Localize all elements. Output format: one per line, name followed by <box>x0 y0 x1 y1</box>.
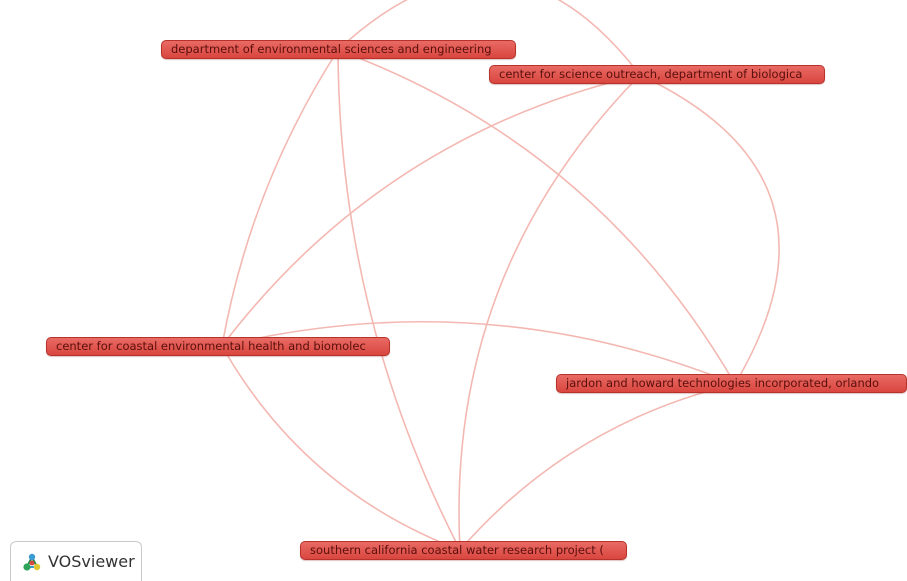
link-coast-jardon <box>221 320 736 385</box>
vosviewer-label: VOSviewer <box>48 552 135 571</box>
link-jardon-sccwrp <box>459 383 736 551</box>
node-jardon-howard[interactable]: jardon and howard technologies incorpora… <box>556 374 907 393</box>
links-layer <box>221 0 780 551</box>
node-label: department of environmental sciences and… <box>171 42 492 56</box>
node-label: jardon and howard technologies incorpora… <box>566 376 880 390</box>
vosviewer-logo-icon <box>23 553 41 571</box>
link-sci-coast <box>221 74 641 347</box>
node-sccwrp[interactable]: southern california coastal water resear… <box>300 541 627 560</box>
node-label: center for science outreach, department … <box>499 67 803 81</box>
node-env-sciences-engineering[interactable]: department of environmental sciences and… <box>161 40 516 59</box>
link-env-coast <box>221 49 339 347</box>
link-coast-sccwrp <box>221 345 461 551</box>
node-coastal-environmental-health[interactable]: center for coastal environmental health … <box>46 337 390 356</box>
vosviewer-badge[interactable]: VOSviewer <box>10 541 142 581</box>
node-label: center for coastal environmental health … <box>56 339 366 353</box>
node-label: southern california coastal water resear… <box>310 543 604 557</box>
link-env-jardon <box>337 49 736 385</box>
link-env-sccwrp <box>337 49 461 551</box>
link-sci-sccwrp <box>458 74 641 551</box>
node-science-outreach[interactable]: center for science outreach, department … <box>489 65 825 84</box>
link-sci-jardon <box>639 74 780 385</box>
link-env-sci <box>337 0 641 76</box>
